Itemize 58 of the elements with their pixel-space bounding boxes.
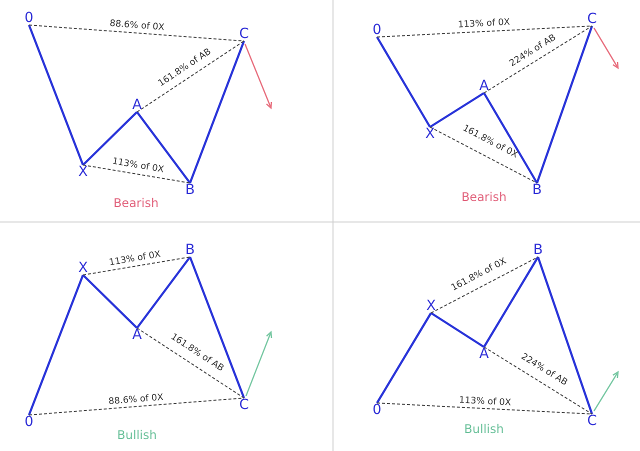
vertex-label: X	[77, 261, 89, 275]
price-line	[483, 92, 538, 184]
price-line	[429, 92, 485, 128]
price-line	[430, 312, 485, 348]
price-line	[28, 274, 84, 416]
price-line	[136, 111, 191, 184]
ratio-line	[82, 256, 190, 276]
vertex-label: A	[131, 98, 143, 112]
vertex-label: X	[77, 165, 89, 179]
vertex-label: 0	[371, 23, 383, 37]
ratio-line	[484, 26, 592, 94]
vertex-label: X	[425, 299, 437, 313]
ratio-line	[136, 40, 244, 112]
price-line	[188, 256, 246, 398]
ratio-line	[28, 398, 244, 416]
ratio-line	[28, 24, 244, 42]
edge-label: 88.6% of 0X	[108, 392, 164, 407]
price-line	[82, 111, 138, 166]
trend-label: Bullish	[117, 428, 157, 442]
ratio-line	[430, 256, 538, 314]
ratio-line	[82, 164, 190, 184]
price-line	[376, 312, 432, 404]
vertex-label: C	[586, 12, 598, 26]
price-line	[536, 26, 594, 184]
edge-label: 88.6% of 0X	[109, 18, 165, 34]
ratio-line	[136, 328, 244, 398]
ratio-line	[376, 26, 592, 38]
price-line	[376, 36, 431, 128]
trend-label: Bearish	[113, 196, 159, 210]
vertex-label: X	[424, 127, 436, 141]
price-line	[536, 256, 594, 414]
price-line	[483, 256, 539, 348]
trend-label: Bullish	[464, 422, 504, 436]
price-line	[28, 24, 84, 166]
vertex-label: C	[238, 27, 250, 41]
price-line	[136, 256, 191, 329]
edge-label: 113% of 0X	[111, 156, 164, 176]
vertex-label: B	[184, 243, 196, 257]
vertex-label: 0	[371, 403, 383, 417]
price-line	[82, 274, 138, 329]
vertex-label: 0	[23, 11, 35, 25]
ratio-line	[484, 346, 592, 414]
ratio-line	[430, 126, 538, 184]
edge-label: 113% of 0X	[458, 17, 510, 30]
vertex-label: B	[532, 243, 544, 257]
vertex-label: B	[531, 183, 543, 197]
vertex-label: 0	[23, 415, 35, 429]
vertex-label: A	[131, 328, 143, 342]
edge-label: 113% of 0X	[108, 250, 162, 268]
edge-label: 113% of 0X	[458, 395, 512, 408]
trend-label: Bearish	[461, 190, 507, 204]
price-line	[188, 40, 246, 184]
vertex-label: C	[238, 398, 250, 412]
vertex-label: A	[478, 347, 490, 361]
vertex-label: B	[184, 183, 196, 197]
vertex-label: C	[586, 414, 598, 428]
ratio-line	[376, 402, 592, 414]
vertex-label: A	[478, 79, 490, 93]
